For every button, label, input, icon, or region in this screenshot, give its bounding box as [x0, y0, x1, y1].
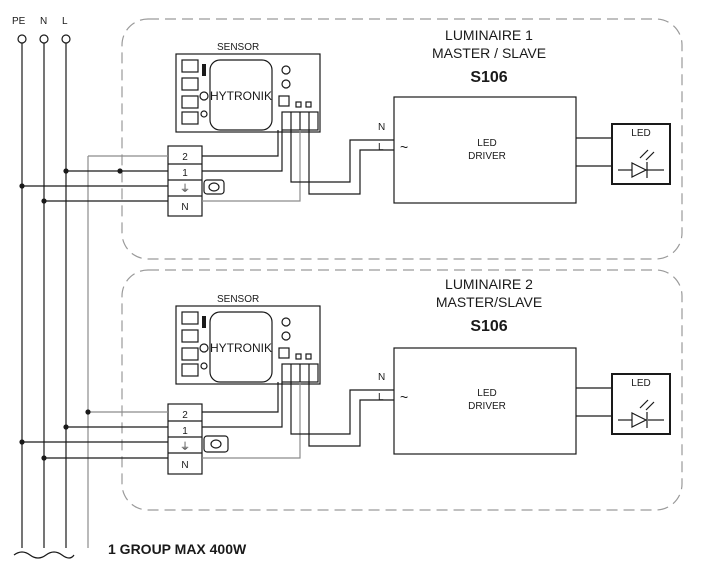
luminaire-1-driver-n: N [378, 122, 385, 133]
luminaire-1-terminal-2: 2 [182, 152, 188, 163]
luminaire-1-driver-label-1: LED [477, 138, 496, 149]
luminaire-2: LUMINAIRE 2 MASTER/SLAVE S106 SENSOR HYT… [19, 269, 683, 511]
luminaire-1-sensor [175, 53, 321, 133]
luminaire-1: LUMINAIRE 1 MASTER / SLAVE S106 SENSOR H… [19, 18, 683, 260]
luminaire-2-led-module [576, 373, 671, 435]
luminaire-1-terminal-block [167, 145, 203, 217]
luminaire-2-internal-wires [202, 382, 394, 459]
luminaire-1-title: LUMINAIRE 1 [445, 27, 533, 43]
luminaire-2-led-driver [393, 347, 577, 455]
bus-break-symbol [13, 551, 75, 559]
terminal-n [39, 34, 49, 44]
luminaire-2-driver-label-1: LED [477, 388, 496, 399]
luminaire-2-led-label: LED [631, 378, 650, 389]
group-max-note: 1 GROUP MAX 400W [108, 541, 247, 557]
luminaire-2-mode: MASTER/SLAVE [436, 294, 542, 310]
main-bus: PE N L [12, 16, 89, 559]
luminaire-2-terminal-block [167, 403, 203, 475]
luminaire-1-ac-symbol: ~ [400, 139, 408, 155]
luminaire-1-led-driver [393, 96, 577, 204]
luminaire-2-terminal-2: 2 [182, 410, 188, 421]
luminaire-1-mode: MASTER / SLAVE [432, 45, 546, 61]
luminaire-2-title: LUMINAIRE 2 [445, 276, 533, 292]
luminaire-2-boundary [121, 269, 683, 511]
luminaire-1-sensor-brand: HYTRONIK [210, 89, 272, 103]
luminaire-1-led-module [576, 123, 671, 185]
luminaire-2-terminal-1: 1 [182, 426, 188, 437]
luminaire-1-earth-lug [203, 179, 225, 195]
luminaire-2-ac-symbol: ~ [400, 389, 408, 405]
luminaire-2-sensor [175, 305, 321, 385]
luminaire-2-earth-lug [203, 435, 229, 453]
luminaire-1-terminal-n: N [181, 202, 188, 213]
luminaire-2-driver-n: N [378, 372, 385, 383]
luminaire-1-sensor-lens [209, 59, 273, 131]
luminaire-2-sensor-brand: HYTRONIK [210, 341, 272, 355]
luminaire-2-driver-l: L [378, 392, 384, 403]
bus-label-l: L [62, 16, 68, 27]
terminal-pe [17, 34, 27, 44]
bus-label-n: N [40, 16, 47, 27]
luminaire-2-feed-wires [19, 409, 168, 461]
luminaire-1-driver-label-2: DRIVER [468, 151, 506, 162]
luminaire-1-led-label: LED [631, 128, 650, 139]
luminaire-1-internal-wires [202, 130, 394, 202]
luminaire-2-sensor-label: SENSOR [217, 294, 259, 305]
luminaire-1-terminal-1: 1 [182, 168, 188, 179]
luminaire-1-sensor-label: SENSOR [217, 42, 259, 53]
luminaire-2-model: S106 [470, 318, 507, 335]
luminaire-1-boundary [121, 18, 683, 260]
luminaire-2-driver-label-2: DRIVER [468, 401, 506, 412]
luminaire-2-terminal-earth: ⏚ [180, 441, 190, 453]
luminaire-1-terminal-earth: ⏚ [180, 183, 190, 195]
luminaire-1-driver-l: L [378, 142, 384, 153]
terminal-l [61, 34, 71, 44]
luminaire-1-model: S106 [470, 69, 507, 86]
bus-label-pe: PE [12, 16, 26, 27]
luminaire-2-sensor-lens [209, 311, 273, 383]
luminaire-1-feed-wires [19, 155, 168, 204]
luminaire-2-terminal-n: N [181, 460, 188, 471]
